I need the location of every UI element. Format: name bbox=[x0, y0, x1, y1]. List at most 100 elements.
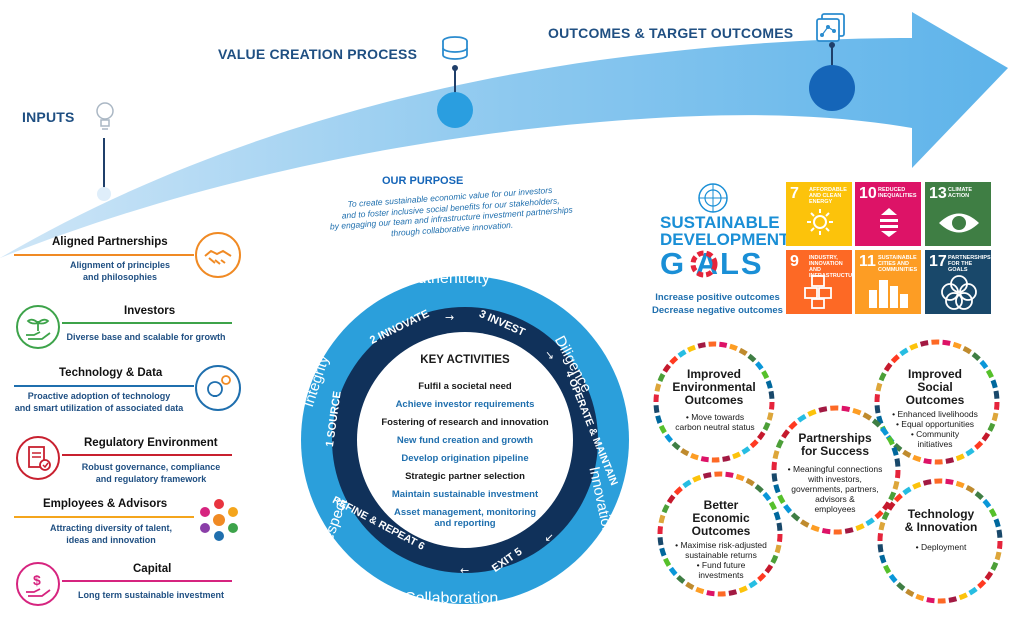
key-activity-item: Develop origination pipeline bbox=[401, 453, 529, 464]
svg-text:→: → bbox=[445, 311, 454, 324]
equality-icon bbox=[880, 208, 898, 237]
ring-segment bbox=[926, 597, 935, 604]
key-activity-item: New fund creation and growth bbox=[396, 435, 534, 446]
ring-segment bbox=[653, 405, 660, 414]
ring-segment bbox=[774, 544, 782, 554]
input-desc: Diverse base and scalable for growth bbox=[66, 332, 226, 342]
ring-segment bbox=[810, 524, 820, 533]
ring-segment bbox=[893, 443, 903, 452]
ring-segment bbox=[768, 501, 777, 511]
ring-segment bbox=[682, 479, 692, 489]
ring-segment bbox=[772, 450, 780, 460]
activities-disc bbox=[357, 332, 573, 548]
ring-segment bbox=[673, 486, 683, 496]
ring-segment bbox=[971, 352, 981, 361]
ring-segment bbox=[766, 412, 774, 421]
ring-segment bbox=[695, 586, 705, 595]
svg-text:$: $ bbox=[33, 572, 41, 588]
sdg-line-decrease: Decrease negative outcomes bbox=[652, 305, 783, 316]
ring-segment bbox=[735, 473, 745, 482]
ring-segment bbox=[915, 593, 925, 602]
cubes-icon bbox=[804, 275, 832, 309]
stage-value-creation: VALUE CREATION PROCESS bbox=[218, 46, 418, 62]
ring-segment bbox=[700, 456, 709, 463]
ring-segment bbox=[965, 447, 975, 457]
ring-segment bbox=[725, 471, 734, 478]
ring-segment bbox=[955, 453, 965, 462]
value-collaboration: Collaboration bbox=[404, 590, 499, 607]
ring-segment bbox=[680, 448, 690, 457]
outcomes-node bbox=[809, 65, 855, 111]
ring-segment bbox=[965, 485, 975, 494]
ring-segment bbox=[765, 380, 773, 389]
input-divider bbox=[14, 254, 194, 256]
ring-segment bbox=[888, 573, 898, 584]
ring-segment bbox=[997, 540, 1003, 550]
ring-segment bbox=[657, 373, 666, 382]
input-title: Investors bbox=[124, 305, 176, 317]
ring-segment bbox=[771, 461, 778, 471]
ring-segment bbox=[762, 491, 772, 502]
stage-inputs: INPUTS bbox=[22, 109, 75, 125]
ring-segment bbox=[877, 544, 884, 553]
analytics-icon bbox=[816, 13, 845, 42]
ring-segment bbox=[883, 564, 892, 574]
ring-segment bbox=[741, 446, 751, 455]
ring-segment bbox=[958, 592, 968, 601]
stage-outcomes: OUTCOMES & TARGET OUTCOMES bbox=[548, 25, 794, 41]
ring-segment bbox=[982, 498, 992, 509]
ring-segment bbox=[990, 561, 999, 571]
ring-segment bbox=[757, 431, 766, 441]
ring-segment bbox=[771, 473, 778, 482]
ring-segment bbox=[883, 362, 893, 372]
ring-segment bbox=[955, 480, 965, 489]
value-authenticity: Authenticity bbox=[407, 270, 490, 287]
lightbulb-icon bbox=[96, 102, 114, 130]
outcome-technology-items: • Deployment bbox=[915, 542, 967, 552]
ring-segment bbox=[754, 484, 764, 493]
sdg-line-increase: Increase positive outcomes bbox=[655, 292, 780, 303]
ring-segment bbox=[788, 420, 798, 430]
ring-segment bbox=[807, 409, 817, 417]
ring-segment bbox=[738, 347, 748, 356]
key-activities-title: KEY ACTIVITIES bbox=[420, 354, 510, 366]
ring-segment bbox=[892, 480, 900, 490]
sdg-outcome-lines: Increase positive outcomes Decrease nega… bbox=[650, 291, 785, 317]
ring-segment bbox=[952, 341, 962, 350]
ring-segment bbox=[657, 537, 664, 546]
ring-segment bbox=[654, 383, 662, 392]
ring-segment bbox=[761, 370, 770, 380]
ring-segment bbox=[738, 585, 748, 594]
ring-segment bbox=[687, 344, 696, 353]
ring-segment bbox=[762, 422, 771, 431]
ring-segment bbox=[993, 518, 1001, 528]
ring-segment bbox=[875, 382, 883, 392]
ring-segment bbox=[669, 355, 679, 365]
key-activity-item: and reporting bbox=[434, 518, 496, 529]
purpose-title: OUR PURPOSE bbox=[382, 175, 464, 187]
ring-segment bbox=[728, 589, 738, 596]
plant-in-hand-icon bbox=[16, 305, 60, 349]
ring-segment bbox=[666, 494, 676, 504]
ring-segment bbox=[685, 581, 695, 590]
sun-icon bbox=[807, 209, 833, 235]
ring-segment bbox=[886, 501, 896, 511]
ring-segment bbox=[891, 446, 899, 456]
ring-segment bbox=[719, 341, 728, 348]
people-circle-icon bbox=[200, 499, 238, 541]
ring-segment bbox=[902, 486, 912, 496]
ring-segment bbox=[948, 596, 958, 603]
outcome-technology-title: Technology& Innovation bbox=[904, 507, 978, 534]
ring-segment bbox=[977, 579, 987, 589]
ring-segment bbox=[894, 458, 901, 467]
ring-segment bbox=[671, 441, 681, 451]
un-emblem-icon bbox=[698, 183, 728, 213]
ring-segment bbox=[990, 379, 998, 389]
money-in-hand-icon: $ bbox=[16, 562, 60, 606]
